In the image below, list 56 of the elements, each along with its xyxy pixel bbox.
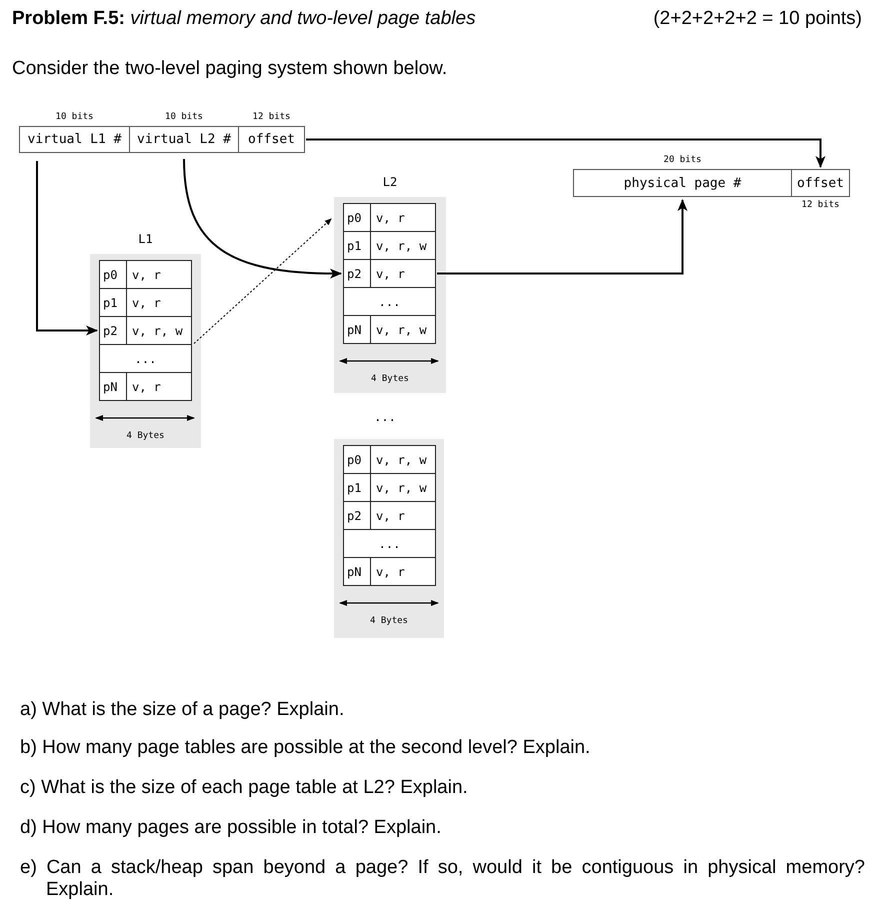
page-number: p1 — [103, 294, 118, 312]
intro-text: Consider the two-level paging system shown below. — [12, 58, 448, 80]
ellipsis-row: ... — [343, 529, 436, 558]
question-text: c) What is the size of each page table at L2? Explain. — [20, 777, 469, 799]
page-number: p2 — [103, 322, 118, 340]
permission-text: v, r — [132, 378, 161, 396]
table-heading: L1 — [138, 232, 153, 246]
page-number: p2 — [347, 266, 362, 282]
page-number: p1 — [347, 480, 362, 496]
permission-text: v, r — [376, 508, 405, 524]
page-number: p0 — [347, 452, 362, 468]
table-heading: L2 — [382, 175, 398, 189]
arrow — [194, 218, 332, 344]
ellipsis-text: ... — [374, 410, 396, 424]
arrow — [183, 158, 342, 278]
question-text: d) How many pages are possible in total? Explain. — [20, 817, 442, 839]
permission-text: v, r, w — [376, 452, 427, 468]
address-field: virtual L2 # — [129, 126, 239, 153]
address-field: virtual L1 # — [19, 126, 130, 153]
arrow — [306, 138, 826, 168]
dimension-label: 4 Bytes — [370, 616, 408, 626]
permission-text: v, r, w — [132, 322, 183, 340]
question-text: e) Can a stack/heap span beyond a page? If so, would it be contiguous in physical memory? Explain. — [20, 857, 865, 901]
address-field: physical page # — [573, 169, 792, 197]
bit-width-label: 10 bits — [165, 112, 203, 122]
dimension-label: 4 Bytes — [126, 431, 164, 441]
page-number: p0 — [103, 266, 118, 284]
permission-text: v, r — [376, 210, 405, 226]
permission-text: v, r, w — [376, 480, 427, 496]
permission-text: v, r, w — [376, 322, 427, 338]
permission-text: v, r, w — [376, 238, 427, 254]
question-text: a) What is the size of a page? Explain. — [20, 699, 346, 721]
address-field: offset — [238, 126, 305, 153]
page-number: p2 — [347, 508, 362, 524]
arrow — [36, 161, 98, 336]
bit-width-label: 10 bits — [56, 112, 94, 122]
ellipsis-row: ... — [99, 344, 192, 373]
dimension-label: 4 Bytes — [371, 374, 409, 384]
points-text: (2+2+2+2+2 = 10 points) — [653, 8, 862, 30]
permission-text: v, r — [132, 294, 161, 312]
arrow — [437, 199, 688, 274]
permission-text: v, r — [132, 266, 161, 284]
problem-title: Problem F.5: virtual memory and two-level page tables — [12, 8, 476, 30]
bit-width-label: 12 bits — [802, 200, 840, 210]
page-number: pN — [103, 378, 118, 396]
ellipsis-row: ... — [343, 287, 436, 316]
permission-text: v, r — [376, 564, 405, 580]
permission-text: v, r — [376, 266, 405, 282]
page-number: p0 — [347, 210, 362, 226]
bit-width-label: 20 bits — [664, 155, 702, 165]
page-number: pN — [347, 322, 362, 338]
question-text: b) How many page tables are possible at the second level? Explain. — [20, 737, 592, 759]
page-number: p1 — [347, 238, 362, 254]
page-number: pN — [347, 564, 362, 580]
bit-width-label: 12 bits — [252, 112, 290, 122]
address-field: offset — [791, 169, 850, 197]
